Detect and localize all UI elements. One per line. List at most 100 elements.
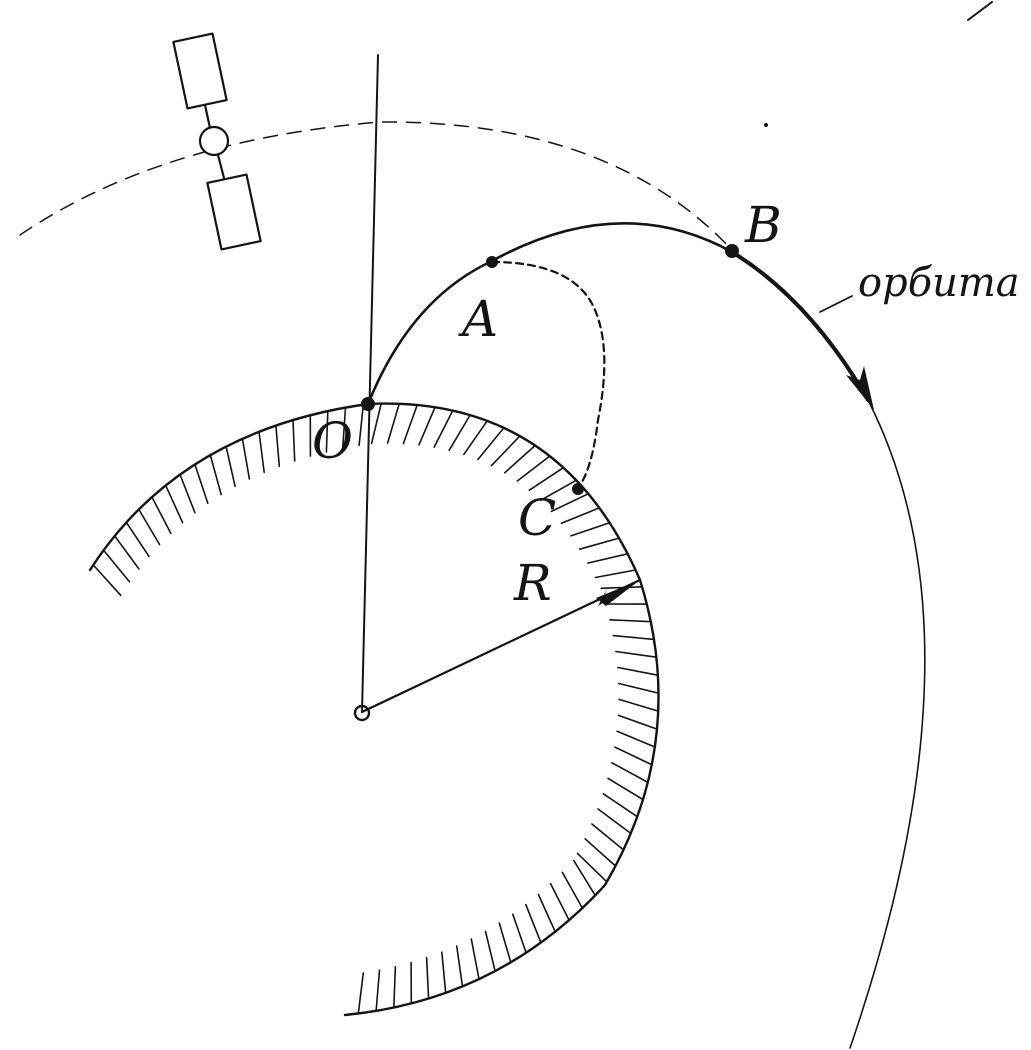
hatch-stroke — [440, 951, 447, 994]
hatch-stroke — [209, 454, 222, 496]
hatch-stroke — [325, 410, 329, 453]
hatch-stroke — [617, 714, 658, 730]
hatch-stroke — [584, 837, 617, 867]
hatch-stroke — [591, 823, 625, 851]
hatch-stroke — [586, 552, 629, 564]
planet-surface-hatching — [92, 402, 660, 1015]
hatch-stroke — [616, 730, 656, 748]
hatch-stroke — [386, 402, 401, 444]
hatch-stroke — [151, 496, 172, 535]
hatch-stroke — [570, 521, 611, 537]
satellite-icon — [172, 32, 262, 251]
stray-mark-top-right — [967, 1, 993, 21]
hatch-stroke — [258, 430, 266, 474]
hatch-stroke — [425, 956, 430, 1000]
orbit-label-leader — [819, 295, 853, 313]
stray-dot — [764, 123, 768, 127]
hatch-stroke — [597, 808, 632, 835]
hatch-stroke — [455, 945, 464, 988]
radius-line — [360, 578, 642, 714]
hatch-stroke — [498, 922, 512, 964]
hatch-stroke — [516, 455, 551, 482]
satellite-orbit-dashed — [19, 121, 733, 251]
point-a-marker — [486, 256, 498, 268]
hatch-stroke — [607, 777, 644, 801]
planet-center — [353, 704, 371, 722]
planet-surface-arc — [88, 402, 660, 1017]
hatch-stroke — [578, 537, 620, 551]
hatch-stroke — [125, 521, 150, 558]
point-o-marker — [361, 397, 375, 411]
hatch-stroke — [179, 473, 196, 514]
hatch-stroke — [433, 409, 454, 448]
hatch-stroke — [612, 634, 655, 641]
label-a: A — [458, 290, 498, 348]
hatch-stroke — [113, 535, 140, 570]
hatch-stroke — [539, 479, 578, 502]
hatch-stroke — [560, 507, 601, 525]
hatch-stroke — [528, 466, 565, 492]
hatch-stroke — [194, 463, 209, 505]
hatch-stroke — [484, 930, 496, 972]
hatch-stroke — [616, 666, 659, 677]
point-c-marker — [572, 483, 584, 495]
transfer-path-dashed — [490, 260, 606, 490]
hatch-stroke — [292, 419, 296, 462]
hatch-stroke — [609, 618, 652, 623]
hatch-stroke — [550, 492, 590, 513]
hatch-stroke — [537, 893, 557, 933]
hatch-stroke — [448, 414, 471, 452]
hatch-stroke — [92, 564, 122, 597]
point-b-marker — [725, 244, 739, 258]
hatch-stroke — [164, 484, 184, 524]
label-b: B — [744, 196, 782, 254]
hatch-stroke — [402, 404, 419, 445]
radius-arrowhead-fill — [596, 580, 640, 606]
hatch-stroke — [225, 445, 236, 488]
hatch-stroke — [611, 761, 649, 784]
vertical-axis-line — [361, 54, 379, 713]
label-r: R — [513, 554, 552, 612]
hatch-stroke — [561, 871, 584, 909]
hatch-stroke — [358, 403, 365, 447]
hatch-stroke — [490, 435, 521, 467]
hatch-stroke — [341, 406, 347, 450]
hatch-stroke — [618, 698, 660, 712]
hatch-stroke — [241, 437, 251, 480]
orbit-bold-section — [730, 250, 870, 402]
satellite-body — [198, 125, 230, 157]
hatch-stroke — [615, 650, 658, 659]
hatch-stroke — [594, 569, 637, 579]
hatch-stroke — [602, 792, 639, 818]
hatch-stroke — [392, 965, 397, 1009]
hatch-stroke — [357, 972, 365, 1015]
label-c: C — [518, 489, 556, 547]
hatch-stroke — [617, 682, 660, 694]
hatch-stroke — [470, 938, 480, 980]
hatch-stroke — [576, 852, 608, 883]
hatch-stroke — [375, 969, 381, 1012]
hatch-stroke — [503, 444, 536, 474]
hatch-stroke — [511, 913, 527, 954]
orbit-thin-section — [849, 399, 926, 1049]
label-orbit: орбита — [858, 260, 1020, 306]
satellite-panel-upper — [172, 32, 228, 110]
hatch-stroke — [462, 420, 489, 456]
hatch-stroke — [102, 549, 131, 583]
orbit-direction-arrowhead — [846, 366, 874, 410]
hatch-stroke — [370, 402, 383, 445]
hatch-stroke — [549, 882, 570, 922]
hatch-stroke — [477, 427, 505, 461]
hatch-stroke — [275, 424, 281, 468]
hatch-stroke — [418, 406, 436, 446]
hatch-stroke — [572, 859, 597, 897]
hatch-stroke — [524, 903, 542, 944]
satellite-boom-lower — [216, 153, 226, 180]
satellite-boom-upper — [203, 103, 212, 130]
hatch-stroke — [138, 508, 161, 546]
trajectory-ascent — [366, 222, 734, 406]
label-o: O — [312, 412, 353, 470]
hatch-stroke — [614, 746, 653, 766]
satellite-panel-lower — [206, 173, 262, 251]
